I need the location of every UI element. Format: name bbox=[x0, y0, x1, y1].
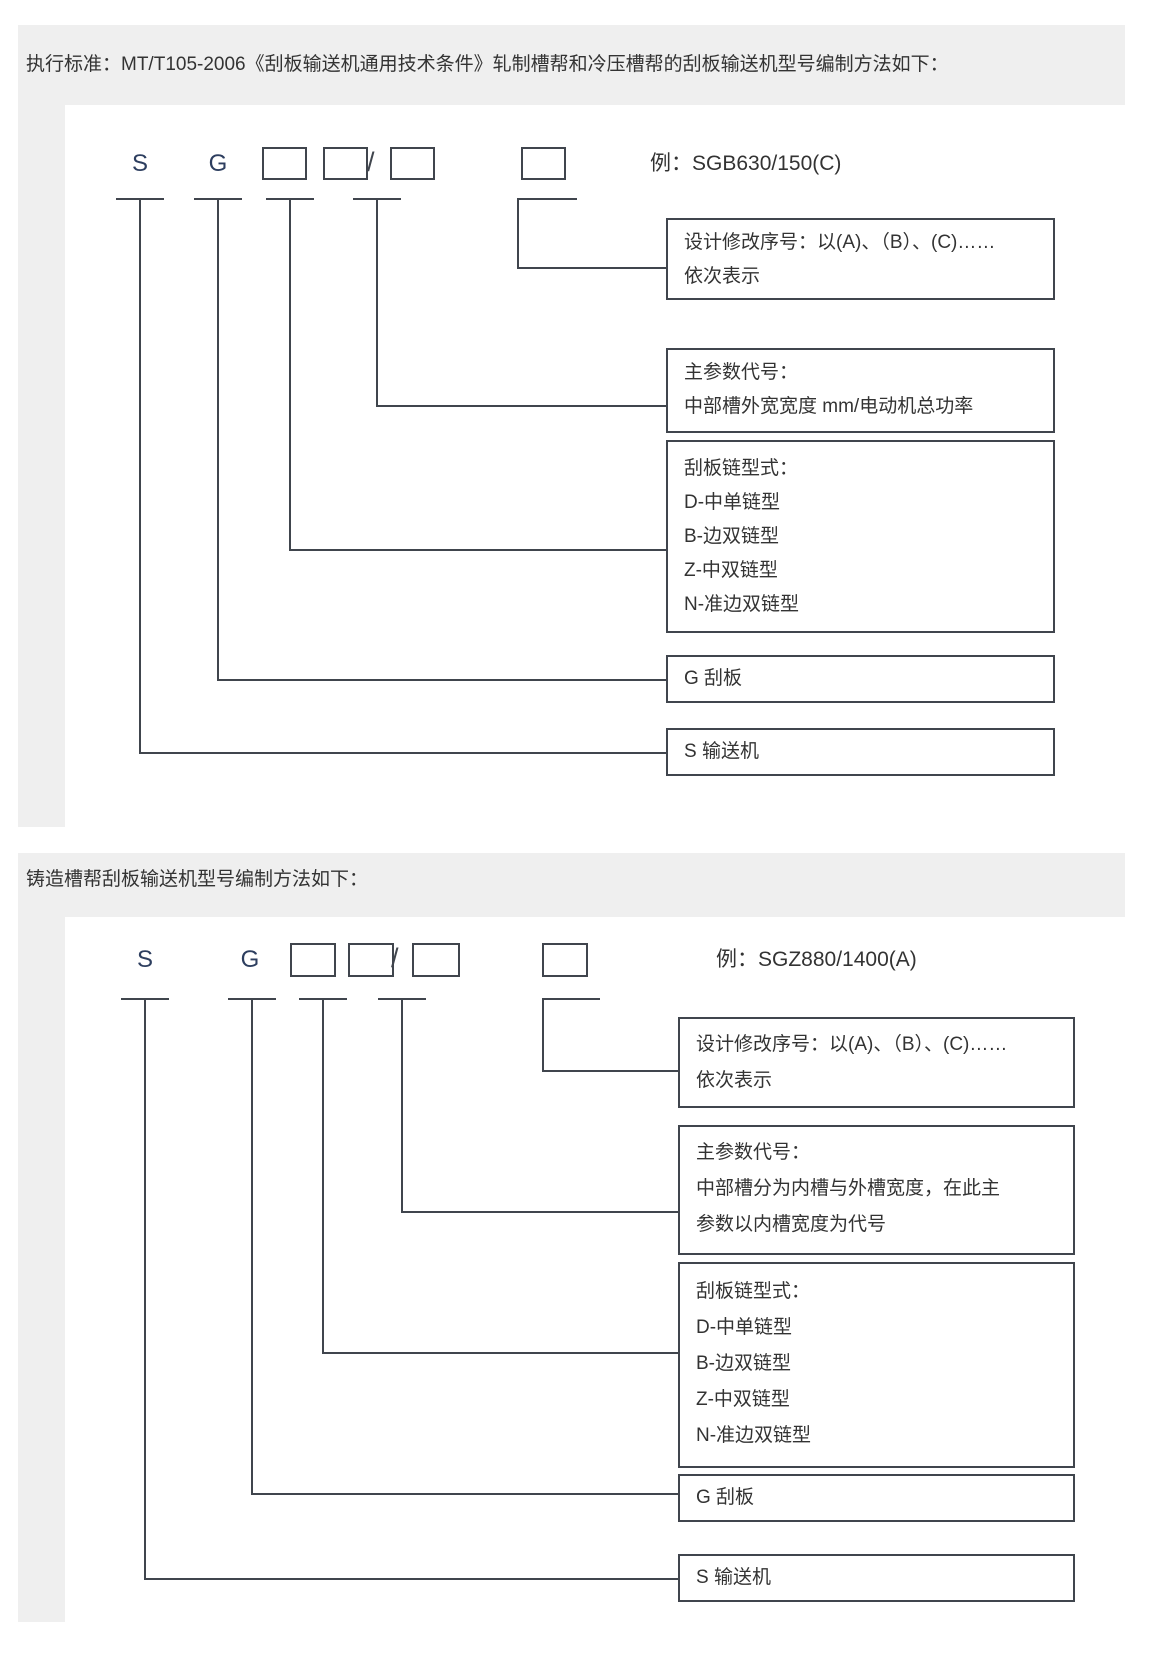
label-box-design-revision: 设计修改序号：以(A)、（B）、(C)…… 依次表示 bbox=[678, 1017, 1075, 1108]
example-text: 例：SGZ880/1400(A) bbox=[716, 948, 917, 971]
slash-separator: / bbox=[391, 943, 399, 973]
tick-under-slash bbox=[378, 998, 426, 1000]
code-box-revision bbox=[542, 943, 588, 977]
code-box-chain-type bbox=[262, 147, 307, 180]
stem-s bbox=[144, 1000, 146, 1578]
tick-under-slash bbox=[353, 198, 401, 200]
label-box-main-parameter: 主参数代号： 中部槽外宽宽度 mm/电动机总功率 bbox=[666, 348, 1055, 433]
label-line: D-中单链型 bbox=[684, 492, 781, 513]
label-line: 中部槽分为内槽与外槽宽度，在此主 bbox=[696, 1178, 1001, 1199]
label-line: 主参数代号： bbox=[696, 1142, 811, 1163]
tick-under-revision-box bbox=[542, 998, 600, 1000]
branch-g bbox=[217, 679, 666, 681]
stem-revision bbox=[542, 998, 544, 1070]
label-line: G 刮板 bbox=[696, 1487, 755, 1508]
label-box-g-scraper: G 刮板 bbox=[678, 1474, 1075, 1522]
section-1-header: 执行标准：MT/T105-2006《刮板输送机通用技术条件》轧制槽帮和冷压槽帮的… bbox=[26, 54, 949, 75]
code-box-power bbox=[412, 943, 460, 977]
code-box-power bbox=[390, 147, 435, 180]
label-line: 中部槽外宽宽度 mm/电动机总功率 bbox=[684, 396, 974, 417]
label-box-s-conveyor: S 输送机 bbox=[666, 728, 1055, 776]
stem-chain bbox=[322, 1000, 324, 1352]
branch-chain bbox=[289, 549, 666, 551]
slash-separator: / bbox=[367, 147, 375, 177]
label-line: S 输送机 bbox=[684, 741, 759, 762]
stem-g bbox=[217, 200, 219, 679]
code-letter-g: G bbox=[240, 946, 260, 973]
label-line: Z-中双链型 bbox=[684, 560, 778, 581]
label-line: S 输送机 bbox=[696, 1567, 771, 1588]
code-letter-s: S bbox=[131, 150, 148, 177]
label-line: N-准边双链型 bbox=[696, 1425, 812, 1446]
label-line: 设计修改序号：以(A)、（B）、(C)…… bbox=[684, 232, 996, 253]
label-line: G 刮板 bbox=[684, 668, 743, 689]
label-line: 刮板链型式： bbox=[684, 458, 799, 479]
label-line: 主参数代号： bbox=[684, 362, 799, 383]
code-letter-s: S bbox=[136, 946, 153, 973]
label-line: Z-中双链型 bbox=[696, 1389, 790, 1410]
label-box-g-scraper: G 刮板 bbox=[666, 655, 1055, 703]
example-text: 例：SGB630/150(C) bbox=[650, 152, 842, 175]
label-line: 参数以内槽宽度为代号 bbox=[696, 1214, 887, 1235]
label-box-chain-type: 刮板链型式： D-中单链型 B-边双链型 Z-中双链型 N-准边双链型 bbox=[678, 1262, 1075, 1468]
tick-under-s bbox=[116, 198, 164, 200]
label-line: 刮板链型式： bbox=[696, 1281, 811, 1302]
stem-revision bbox=[517, 198, 519, 269]
tick-under-g bbox=[228, 998, 276, 1000]
code-letter-g: G bbox=[208, 150, 228, 177]
label-line: B-边双链型 bbox=[696, 1353, 792, 1374]
section-cast-pan: 铸造槽帮刮板输送机型号编制方法如下： S G / 例：SGZ880/1400(A… bbox=[18, 853, 1125, 1622]
label-line: D-中单链型 bbox=[696, 1317, 793, 1338]
branch-parameter bbox=[376, 405, 666, 407]
label-box-main-parameter: 主参数代号： 中部槽分为内槽与外槽宽度，在此主 参数以内槽宽度为代号 bbox=[678, 1125, 1075, 1255]
section-rolled-pan: 执行标准：MT/T105-2006《刮板输送机通用技术条件》轧制槽帮和冷压槽帮的… bbox=[18, 25, 1125, 827]
label-box-s-conveyor: S 输送机 bbox=[678, 1554, 1075, 1602]
label-line: 设计修改序号：以(A)、（B）、(C)…… bbox=[696, 1034, 1008, 1055]
section-2-header: 铸造槽帮刮板输送机型号编制方法如下： bbox=[26, 869, 369, 890]
tick-under-s bbox=[121, 998, 169, 1000]
branch-s bbox=[139, 752, 666, 754]
tick-under-chain-box bbox=[266, 198, 314, 200]
branch-g bbox=[251, 1493, 678, 1495]
branch-s bbox=[144, 1578, 678, 1580]
branch-parameter bbox=[401, 1211, 678, 1213]
label-box-design-revision: 设计修改序号：以(A)、（B）、(C)…… 依次表示 bbox=[666, 218, 1055, 300]
branch-revision bbox=[542, 1070, 678, 1072]
tick-under-g bbox=[194, 198, 242, 200]
stem-g bbox=[251, 1000, 253, 1493]
code-box-chain-type bbox=[290, 943, 336, 977]
stem-parameter bbox=[376, 200, 378, 405]
stem-s bbox=[139, 200, 141, 752]
diagram-1-panel: S G / 例：SGB630/150(C) 设计修改序号：以(A)、（B）、(C… bbox=[65, 105, 1125, 827]
label-line: 依次表示 bbox=[684, 266, 761, 287]
stem-chain bbox=[289, 200, 291, 549]
tick-under-chain-box bbox=[299, 998, 347, 1000]
branch-chain bbox=[322, 1352, 678, 1354]
code-box-width bbox=[348, 943, 394, 977]
diagram-2-panel: S G / 例：SGZ880/1400(A) 设计修改序号：以(A)、（B）、(… bbox=[65, 917, 1125, 1622]
label-line: 依次表示 bbox=[696, 1070, 773, 1091]
label-line: N-准边双链型 bbox=[684, 594, 800, 615]
label-line: B-边双链型 bbox=[684, 526, 780, 547]
tick-under-revision-box bbox=[517, 198, 577, 200]
stem-parameter bbox=[401, 1000, 403, 1211]
branch-revision bbox=[517, 267, 666, 269]
code-box-revision bbox=[521, 147, 566, 180]
code-box-width bbox=[323, 147, 368, 180]
label-box-chain-type: 刮板链型式： D-中单链型 B-边双链型 Z-中双链型 N-准边双链型 bbox=[666, 440, 1055, 633]
